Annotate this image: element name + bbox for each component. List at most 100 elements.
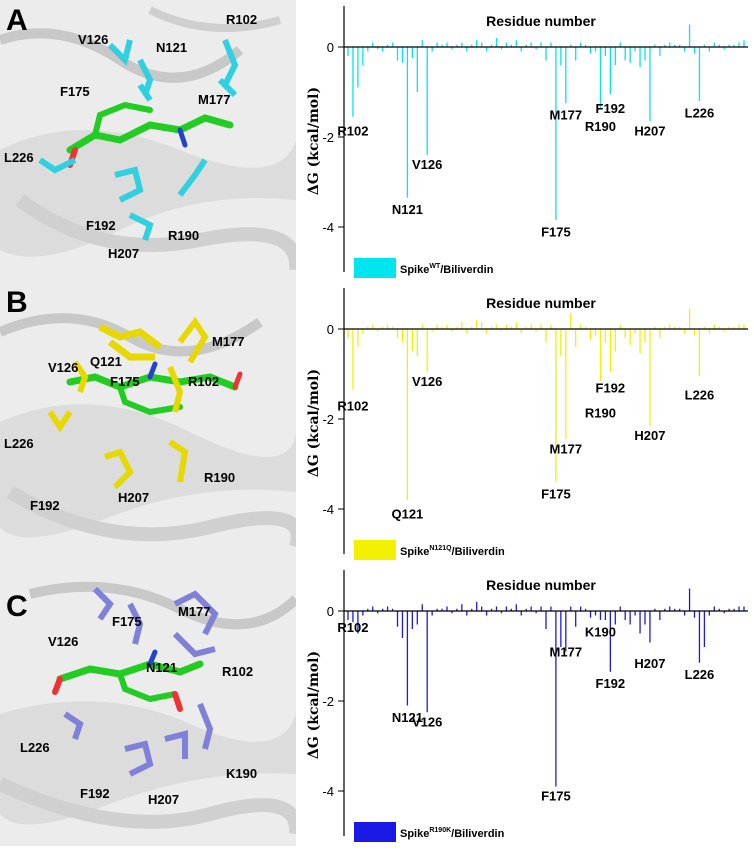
legend-swatch (354, 258, 396, 278)
residue-label: F192 (80, 786, 110, 801)
y-tick-label: 0 (327, 322, 334, 337)
residue-label: L226 (4, 150, 34, 165)
bar-annotation: L226 (685, 105, 715, 120)
chart-svg: ΔG (kcal/mol) Residue number 0-2-4 R102Q… (306, 288, 748, 560)
residue-label: M177 (198, 92, 231, 107)
panel-letter: B (6, 286, 28, 319)
residue-label: F175 (60, 84, 90, 99)
residue-label: R102 (222, 664, 253, 679)
y-axis-title: ΔG (kcal/mol) (306, 87, 322, 195)
bar-annotation: M177 (550, 645, 583, 660)
residue-sticks (38, 38, 239, 241)
residue-label: K190 (226, 766, 257, 781)
y-tick-label: 0 (327, 604, 334, 619)
ligand-biliverdin (52, 649, 204, 712)
bar-annotation: M177 (550, 441, 583, 456)
residue-label: H207 (108, 246, 139, 261)
legend-label: SpikeN121Q/Biliverdin (400, 545, 505, 558)
bars (347, 308, 745, 500)
legend: SpikeR190K/Biliverdin (354, 822, 505, 842)
ligand-biliverdin (66, 101, 234, 168)
bars (347, 24, 745, 221)
bar-annotation: R102 (337, 123, 368, 138)
bar-annotation: F175 (541, 486, 571, 501)
residue-label: F192 (30, 498, 60, 513)
bar-annotation: V126 (412, 157, 442, 172)
residue-label: H207 (118, 490, 149, 505)
bar-annotation: H207 (634, 428, 665, 443)
chart-svg: ΔG (kcal/mol) Residue number 0-2-4 R102N… (306, 6, 748, 278)
legend: SpikeN121Q/Biliverdin (354, 540, 505, 560)
residue-label: Q121 (90, 354, 122, 369)
legend-label: SpikeR190K/Biliverdin (400, 827, 505, 840)
residue-sticks (63, 586, 219, 777)
y-ticks: 0 -2 -4 (322, 322, 344, 517)
bar-annotation: N121 (392, 202, 423, 217)
residue-label: L226 (20, 740, 50, 755)
bar-annotation: F192 (596, 676, 626, 691)
bar-annotation: F192 (596, 381, 626, 396)
chart-title: Residue number (486, 577, 596, 593)
legend: SpikeWT/Biliverdin (354, 258, 494, 278)
residue-label: R102 (226, 12, 257, 27)
chart-title: Residue number (486, 13, 596, 29)
residue-label: M177 (178, 604, 211, 619)
bar-annotation: M177 (550, 108, 583, 123)
legend-swatch (354, 540, 396, 560)
bars (347, 588, 745, 787)
bar-annotation: R102 (337, 620, 368, 635)
y-tick-label: -4 (322, 784, 334, 799)
residue-label: V126 (48, 360, 78, 375)
bar-annotation: N121 (392, 710, 423, 725)
panel-letter: A (6, 4, 28, 37)
chart-svg: ΔG (kcal/mol) Residue number 0-2-4 R102N… (306, 570, 748, 842)
residue-label: V126 (48, 634, 78, 649)
bar-annotation: V126 (412, 374, 442, 389)
y-axis-title: ΔG (kcal/mol) (306, 369, 322, 477)
y-ticks: 0-2-4 (322, 604, 344, 799)
panel-letter: C (6, 590, 28, 623)
y-tick-label: -4 (322, 502, 334, 517)
y-axis-title: ΔG (kcal/mol) (306, 651, 322, 759)
y-tick-label: -2 (322, 412, 334, 427)
bar-annotation: F192 (596, 101, 626, 116)
residue-sticks (47, 316, 209, 490)
legend-swatch (354, 822, 396, 842)
residue-label: F175 (110, 374, 140, 389)
residue-label: L226 (4, 436, 34, 451)
y-tick-label: -4 (322, 220, 334, 235)
bar-annotation: V126 (412, 714, 442, 729)
bar-annotation: K190 (585, 624, 616, 639)
residue-label: F175 (112, 614, 142, 629)
bar-annotation: R190 (585, 119, 616, 134)
residue-label: M177 (212, 334, 245, 349)
bar-annotation: R102 (337, 399, 368, 414)
y-tick-label: -2 (322, 130, 334, 145)
legend-label: SpikeWT/Biliverdin (400, 263, 494, 276)
residue-label: N121 (146, 660, 177, 675)
bar-annotation: L226 (685, 387, 715, 402)
bar-annotation: H207 (634, 123, 665, 138)
bar-annotation: Q121 (391, 507, 423, 522)
residue-label: V126 (78, 32, 108, 47)
bar-annotation: F175 (541, 789, 571, 804)
residue-label: N121 (156, 40, 187, 55)
residue-label: F192 (86, 218, 116, 233)
residue-label: H207 (148, 792, 179, 807)
